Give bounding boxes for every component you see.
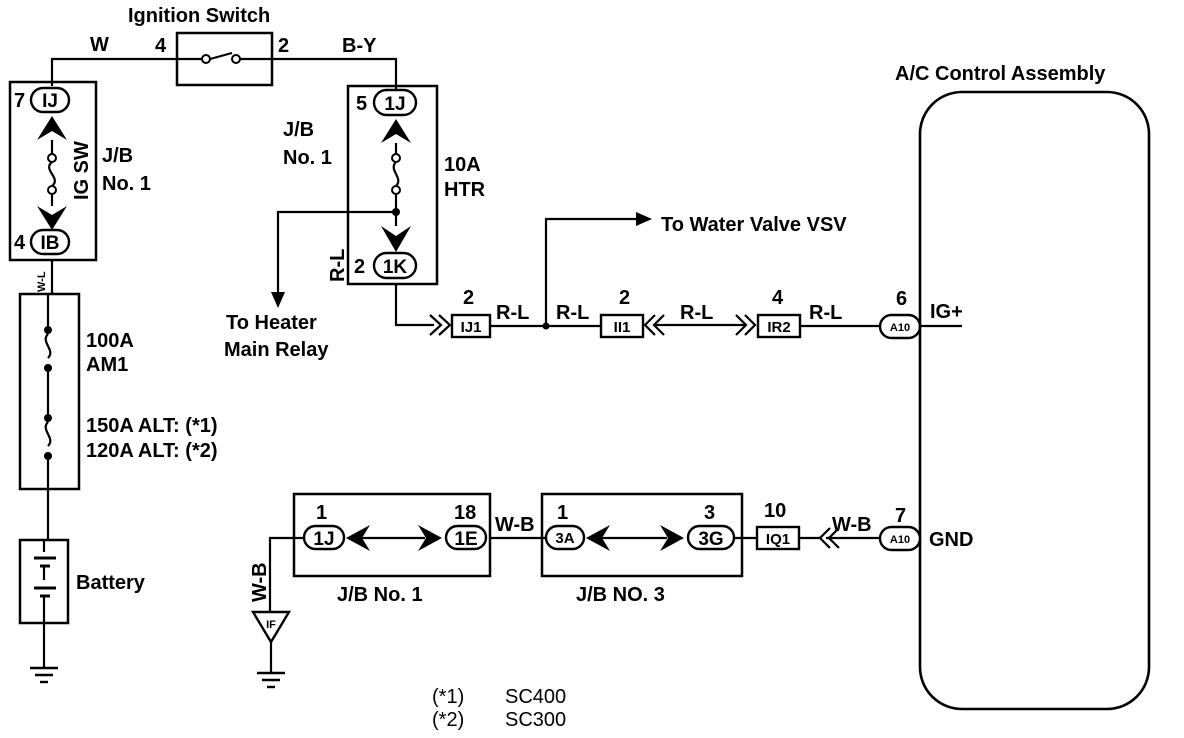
to-heater-label: To Heater Main Relay [224,312,329,361]
chevron-right-icon [418,525,442,551]
chevron-up-icon [381,119,411,143]
chevron-right-icon [660,525,684,551]
wire-w-label: W [90,34,109,56]
arrow-down-icon [271,292,285,308]
ground-icon [257,671,285,689]
ii1-pin: 2 [619,287,630,309]
jb1-mid-bottom-connector-label: 1K [383,257,408,278]
htr-line2: HTR [444,179,486,201]
jb3-label: J/B NO. 3 [576,584,665,606]
gnd-label: GND [929,529,973,551]
alt-fuse-label-1: 150A ALT: (*1) [86,415,218,437]
jb1-mid-top-connector-label: 1J [384,94,405,115]
ground-point-icon [250,610,292,645]
chevron-left-icon [586,525,610,551]
jb1-left-bottom-connector [29,228,71,256]
jb1-mid-bottom-connector [372,251,418,280]
battery-label: Battery [76,572,146,594]
jb1-left-top-pin: 7 [14,90,25,112]
ground-point-label: IF [266,619,276,631]
jb1-mid-bottom-pin: 2 [354,256,365,278]
jb1-bottom-connector-1e-label: 1E [454,529,477,550]
wire-by-label: B-Y [342,35,377,57]
ig-sw-fuse-label: IG SW [71,141,93,200]
jb1-mid-top-connector [372,88,418,117]
fusible-link-box [18,292,81,491]
chevron-up-icon [37,116,67,140]
to-heater-line1: To Heater [226,312,317,334]
ign-pin-2: 2 [278,35,289,57]
jb1-bottom-pin-a: 1 [316,502,327,524]
htr-fuse-label: 10A HTR [444,154,486,201]
wire-rl-1: R-L [496,302,529,324]
wire-rl-3: R-L [680,302,713,324]
jb1-left-bottom-pin: 4 [14,232,26,254]
alt-fuse-label-2: 120A ALT: (*2) [86,440,218,462]
note-1-key: (*1) [432,686,464,708]
arrow-right-icon [636,212,652,226]
chevron-down-icon [37,206,67,230]
wire-wb-ground: W-B [249,562,271,602]
jb3-pin-b: 3 [704,502,715,524]
ign-pin-4: 4 [155,35,167,57]
jb1-bottom-box [292,492,492,578]
jb1-mid-label-line1: J/B [283,119,314,141]
note-1-value: SC400 [505,686,566,708]
am1-line1: 100A [86,330,133,352]
ij1-pin: 2 [463,287,474,309]
a10-gnd-pin: 7 [895,505,906,527]
jb1-mid-label-line2: No. 1 [283,147,332,169]
wire-rl-2: R-L [556,302,589,324]
chevron-down-icon [381,226,411,252]
jb1-bottom-label: J/B No. 1 [337,584,423,606]
ground-icon [30,666,58,684]
ij1-connector-label: IJ1 [461,319,482,336]
wire-wl-label: W-L [36,271,48,292]
ii1-connector-label: II1 [614,319,631,336]
ac-control-assembly [918,90,1151,711]
note-2-value: SC300 [505,709,566,731]
jb1-left-label-line1: J/B [102,145,133,167]
to-water-valve-label: To Water Valve VSV [661,214,847,236]
ac-control-title: A/C Control Assembly [895,63,1106,85]
iq1-pin: 10 [764,500,786,522]
jb3-connector-3a-label: 3A [555,530,574,547]
jb1-bottom-connector-1j-label: 1J [313,529,334,550]
ignition-switch-title: Ignition Switch [128,5,270,27]
ig-plus-label: IG+ [930,301,963,323]
ir2-connector-label: IR2 [767,319,790,336]
a10-ig-pin: 6 [896,288,907,310]
to-heater-line2: Main Relay [224,339,329,361]
jb1-left-bottom-connector-label: IB [41,233,60,254]
iq1-connector-label: IQ1 [766,531,790,548]
jb1-mid-label: J/B No. 1 [283,119,332,169]
am1-line2: AM1 [86,354,128,376]
wire-wb-1: W-B [832,514,872,536]
jb1-left-top-connector [29,86,71,114]
note-2-key: (*2) [432,709,464,731]
a10-gnd-connector-label: A10 [890,534,910,546]
jb1-bottom-pin-b: 18 [454,502,476,524]
chevron-left-icon [346,525,370,551]
wire-rl-4: R-L [809,302,842,324]
jb3-box [540,492,744,578]
jb3-pin-a: 1 [557,502,568,524]
jb1-bottom-connector-1e [444,524,488,551]
jb1-mid-box [346,84,439,286]
jb3-connector-3g [686,524,736,551]
htr-line1: 10A [444,154,480,176]
am1-fuse-label: 100A AM1 [86,330,139,376]
ir2-pin: 4 [772,287,784,309]
a10-ig-connector-label: A10 [890,322,910,334]
jb3-connector-3g-label: 3G [698,529,723,550]
jb1-left-label: J/B No. 1 [102,145,151,195]
wire-wb-2: W-B [495,514,535,536]
wire-rl-vertical-label: R-L [327,249,349,282]
jb1-left-top-connector-label: IJ [42,91,58,112]
jb1-mid-top-pin: 5 [356,93,367,115]
ii1-connector [599,313,645,339]
jb1-left-label-line2: No. 1 [102,173,151,195]
